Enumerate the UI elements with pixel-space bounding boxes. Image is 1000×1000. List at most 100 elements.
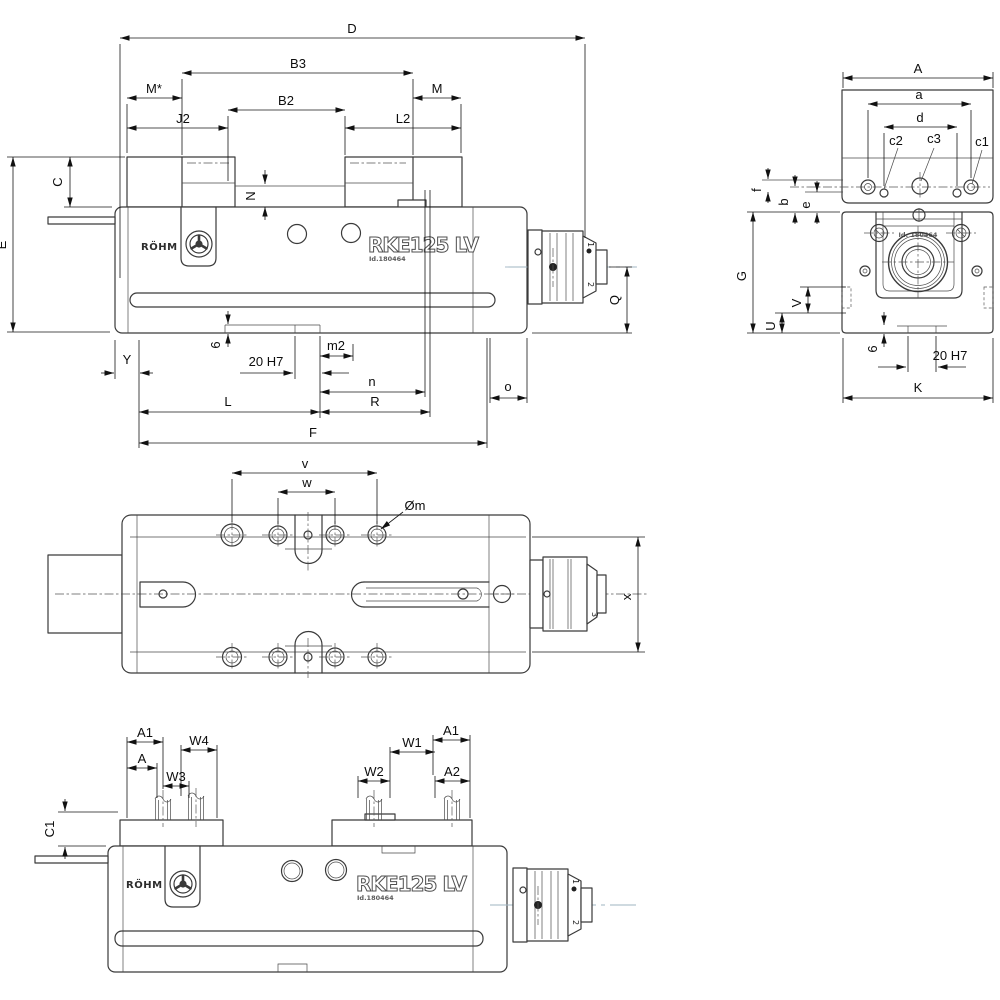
dim-label-w: w	[301, 475, 312, 490]
hole-d	[952, 188, 962, 198]
clamp-plate	[180, 206, 217, 267]
dim-label-A2: A2	[444, 764, 460, 779]
dim-label-E: E	[0, 240, 9, 249]
product-id: Id.180464	[369, 255, 406, 263]
dim-label-20H7: 20 H7	[933, 348, 968, 363]
top-u-slot	[285, 512, 332, 572]
dim-label-L2: L2	[396, 111, 410, 126]
dim-label-dia-m: Øm	[405, 498, 426, 513]
dim-label-W2: W2	[364, 764, 384, 779]
dim-label-d: d	[916, 110, 923, 125]
end-view-body: Id. 180464	[841, 208, 994, 334]
dim-label-W4: W4	[189, 733, 209, 748]
right-jaw-block	[344, 156, 463, 208]
bottom-view-body: RÖHM RKE125 LV Id.180464	[34, 845, 508, 973]
dim-label-c1: c1	[975, 134, 989, 149]
left-jaw-block	[126, 156, 236, 208]
front-view-crank: 1 2	[505, 229, 637, 305]
tri-knob-icon	[185, 230, 213, 258]
side-groove	[129, 292, 496, 308]
bottom-view-crank: 1 2	[490, 867, 640, 943]
dim-label-n: n	[368, 374, 375, 389]
bottom-view-jaw-blocks	[119, 788, 473, 847]
dim-label-F: F	[309, 425, 317, 440]
top-view-dimensions: v w Øm x	[232, 456, 641, 652]
brand-logo: RÖHM	[126, 877, 163, 891]
top-hole-row	[216, 521, 393, 549]
spindle-rod-left	[47, 216, 116, 225]
dim-label-a: a	[915, 87, 923, 102]
dial-number-2: 2	[571, 920, 580, 925]
dim-label-R: R	[370, 394, 379, 409]
dim-label-B3: B3	[290, 56, 306, 71]
vice-body	[114, 206, 528, 334]
dim-label-6: 6	[865, 345, 880, 352]
tri-knob-icon	[169, 870, 197, 898]
spindle-boss	[882, 226, 954, 298]
product-logo: RKE125 LV	[368, 233, 480, 257]
dim-label-c3: c3	[927, 131, 941, 146]
corner-screw-left	[864, 223, 894, 243]
end-view-extension-lines	[747, 72, 994, 403]
dial-number-3: 3	[590, 612, 599, 617]
dim-label-M-star: M*	[146, 81, 162, 96]
corner-screw-right	[946, 223, 976, 243]
dim-label-o: o	[504, 379, 511, 394]
front-view-body: RÖHM RKE125 LV Id.180464	[47, 199, 528, 334]
dim-label-f: f	[749, 188, 764, 192]
end-view-jaw-plate: c2 c3 c1	[762, 89, 994, 204]
stud-2	[187, 788, 205, 827]
front-view-extension-lines	[7, 44, 632, 448]
dim-label-U: U	[763, 321, 778, 330]
dial-number-2: 2	[586, 282, 595, 287]
dial-number-1: 1	[586, 242, 595, 247]
bottom-notch	[277, 963, 308, 972]
dim-label-B2: B2	[278, 93, 294, 108]
dim-label-Y: Y	[123, 352, 132, 367]
dim-label-20H7: 20 H7	[249, 354, 284, 369]
side-groove	[114, 930, 484, 947]
front-view: RÖHM RKE125 LV Id.180464 1 2 D B3 M	[0, 21, 637, 448]
dim-label-x: x	[619, 593, 634, 600]
end-view: c2 c3 c1 Id. 180464	[734, 61, 994, 403]
dim-label-W3: W3	[166, 769, 186, 784]
dim-label-W1: W1	[402, 735, 422, 750]
bottom-view-dimensions: A1 A W3 W4 C1 W2 W1 A1 A2	[42, 723, 470, 859]
dial-number-1: 1	[571, 879, 580, 884]
dim-label-A: A	[914, 61, 923, 76]
bottom-u-slot	[285, 630, 332, 678]
dim-label-6: 6	[208, 341, 223, 348]
dim-label-e: e	[798, 201, 813, 208]
dim-label-D: D	[347, 21, 356, 36]
spindle-slot	[350, 581, 514, 608]
dim-label-G: G	[734, 271, 749, 281]
stud-4	[443, 790, 461, 827]
dim-label-m2: m2	[327, 338, 345, 353]
top-notch	[381, 846, 416, 854]
dim-label-J2: J2	[176, 111, 190, 126]
plan-crank: 3	[529, 556, 607, 632]
dim-label-v: v	[302, 456, 309, 471]
dim-label-N: N	[243, 191, 258, 200]
dim-label-C: C	[50, 177, 65, 186]
end-view-dimensions: A a d f b e G V U 6 20 H7 K	[734, 61, 993, 401]
front-view-dimensions: D B3 M* M B2 J2 L2 C E N Q Y 6 20 H7 m2 …	[0, 21, 630, 446]
dim-label-C1: C1	[42, 821, 57, 838]
dim-label-A1-right: A1	[443, 723, 459, 738]
dim-label-A1-left: A1	[137, 725, 153, 740]
product-logo: RKE125 LV	[356, 872, 468, 896]
dim-label-Q: Q	[607, 295, 622, 305]
dim-label-c2: c2	[889, 133, 903, 148]
left-key-slot	[139, 581, 197, 608]
spindle-rod-left	[34, 855, 109, 864]
bottom-view: RÖHM RKE125 LV Id.180464 1 2 A1 A W3 W4 …	[34, 723, 640, 973]
top-view-extension-lines	[231, 479, 645, 653]
dim-label-L: L	[224, 394, 231, 409]
front-view-jaws	[126, 156, 463, 208]
dim-label-K: K	[914, 380, 923, 395]
guide-channel-outer	[875, 211, 963, 299]
body-hole	[340, 222, 362, 244]
top-view: 3 v w Øm x	[47, 456, 648, 678]
body-hole	[286, 223, 308, 245]
